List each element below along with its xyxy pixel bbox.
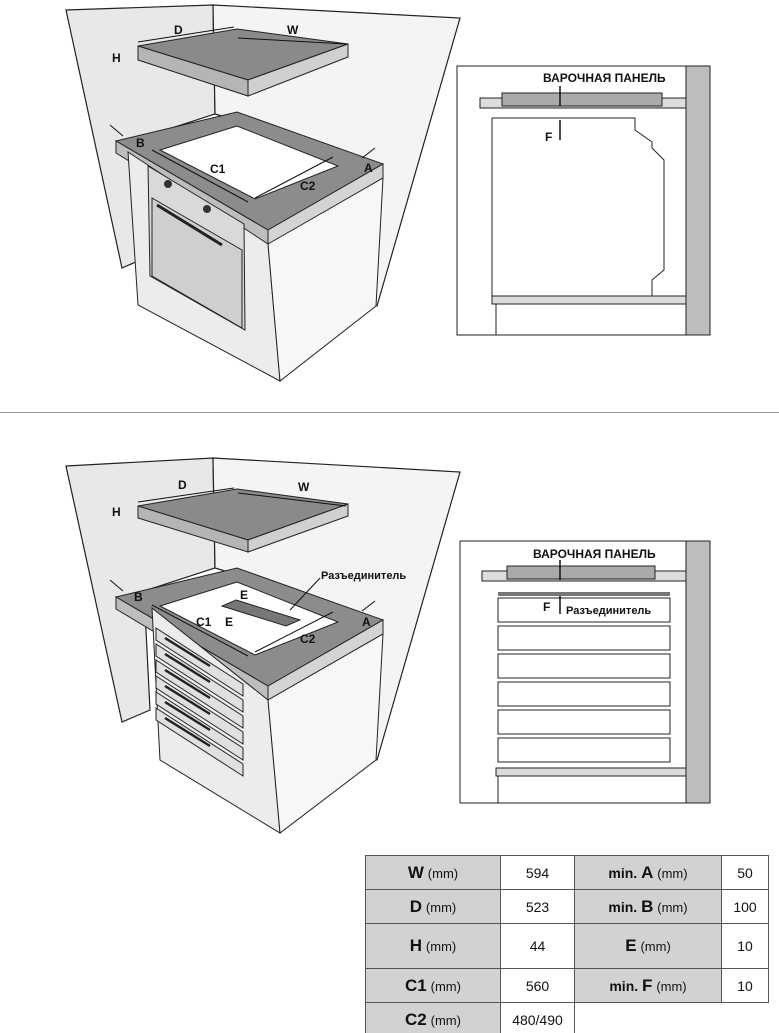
dimension-spec-table: W (mm) 594 min. A (mm) 50 D (mm) 523 min… [365,855,769,1033]
table-value-cell: 10 [721,923,769,969]
dim-line-c1 [151,149,249,203]
drawer-handle [164,716,211,748]
cabinet-side [267,633,384,834]
dim-line-d [137,26,235,43]
table-value-cell: 44 [500,923,575,969]
dim-line-c2 [254,611,334,653]
label-d: D [174,23,183,37]
table-row: C1 (mm) 560 min. F (mm) 10 [365,968,769,1003]
table-row: C2 (mm) 480/490 [365,1002,769,1033]
label-e-upper: E [240,588,248,602]
shelf-section [495,767,687,777]
dim-line-c2 [254,156,334,199]
worktop-cutout [158,581,340,656]
table-key-cell: H (mm) [365,923,501,969]
label-a: A [364,161,373,175]
table-value-cell: 10 [721,968,769,1003]
label-c1: C1 [210,162,226,176]
label-h: H [112,505,121,519]
table-key-cell: min. A (mm) [574,855,722,890]
table-key-cell: min. B (mm) [574,889,722,924]
table-empty-cell [574,1002,769,1033]
table-key-cell: C2 (mm) [365,1002,501,1033]
separator-pointer [289,577,321,611]
drawer-section [497,737,671,763]
drawer-section [497,597,671,623]
label-w: W [298,480,310,494]
hob-side-edge [247,43,349,97]
dim-line-w [237,37,347,45]
drawer-handle [164,668,211,700]
arrow-a [361,147,376,159]
table-value-cell: 594 [500,855,575,890]
label-separator: Разъединитель [321,570,406,582]
table-key-cell: E (mm) [574,923,722,969]
oven-knob [164,180,172,188]
label-c2: C2 [300,632,316,646]
label-w: W [287,23,299,37]
bottom-3d-illustration: D W H B C1 E E C2 A Разъединитель [65,457,461,834]
label-e-lower: E [225,615,233,629]
drawer-section [497,625,671,651]
drawer-section [497,653,671,679]
separator-panel [220,599,302,627]
dim-line-c1 [151,604,249,657]
drawer-handle [164,636,211,668]
top-3d-illustration: D W H B C1 C2 A [65,4,461,382]
label-a: A [362,615,371,629]
label-b: B [134,590,143,604]
table-row: W (mm) 594 min. A (mm) 50 [365,855,769,890]
table-value-cell: 50 [721,855,769,890]
hob-side-edge [247,503,349,553]
drawer-handle [164,652,211,684]
drawer-section [497,681,671,707]
oven-door [151,197,243,329]
label-c2: C2 [300,179,316,193]
drawer-sections [497,597,671,763]
arrow-b [109,124,124,137]
oven-knob [203,205,211,213]
table-row: D (mm) 523 min. B (mm) 100 [365,889,769,924]
table-key-cell: D (mm) [365,889,501,924]
wall-hatched [685,65,711,336]
section-title-top: ВАРОЧНАЯ ПАНЕЛЬ [543,71,666,85]
label-d: D [178,478,187,492]
table-key-cell: C1 (mm) [365,968,501,1003]
table-value-cell: 480/490 [500,1002,575,1033]
section-frame [456,65,711,336]
drawer-section [497,709,671,735]
label-h: H [112,51,121,65]
drawer-handle [164,700,211,732]
drawer-handle [164,684,211,716]
table-value-cell: 560 [500,968,575,1003]
hob-section [506,565,656,580]
label-separator-section: Разъединитель [566,605,651,617]
label-f-bottom: F [543,600,550,614]
table-key-cell: min. F (mm) [574,968,722,1003]
worktop-cutout [158,125,340,200]
shelf-section [491,295,687,305]
table-value-cell: 523 [500,889,575,924]
label-f-top: F [545,130,552,144]
oven-handle [156,203,223,247]
arrow-a [361,600,376,612]
hob-section [501,92,663,107]
table-value-cell: 100 [721,889,769,924]
wall-hatched [685,540,711,804]
label-b: B [136,136,145,150]
arrow-b [109,579,124,592]
section-title-bottom: ВАРОЧНАЯ ПАНЕЛЬ [533,547,656,561]
bottom-section-view: ВАРОЧНАЯ ПАНЕЛЬ F Разъединитель [459,540,711,804]
table-row: H (mm) 44 E (mm) 10 [365,923,769,969]
dim-line-d [137,487,235,503]
label-c1: C1 [196,615,212,629]
section-divider [0,412,779,413]
cabinet-side [267,177,384,382]
dim-line-w [237,492,347,507]
separator-section [498,592,670,596]
top-section-view: ВАРОЧНАЯ ПАНЕЛЬ F [456,65,711,336]
table-key-cell: W (mm) [365,855,501,890]
